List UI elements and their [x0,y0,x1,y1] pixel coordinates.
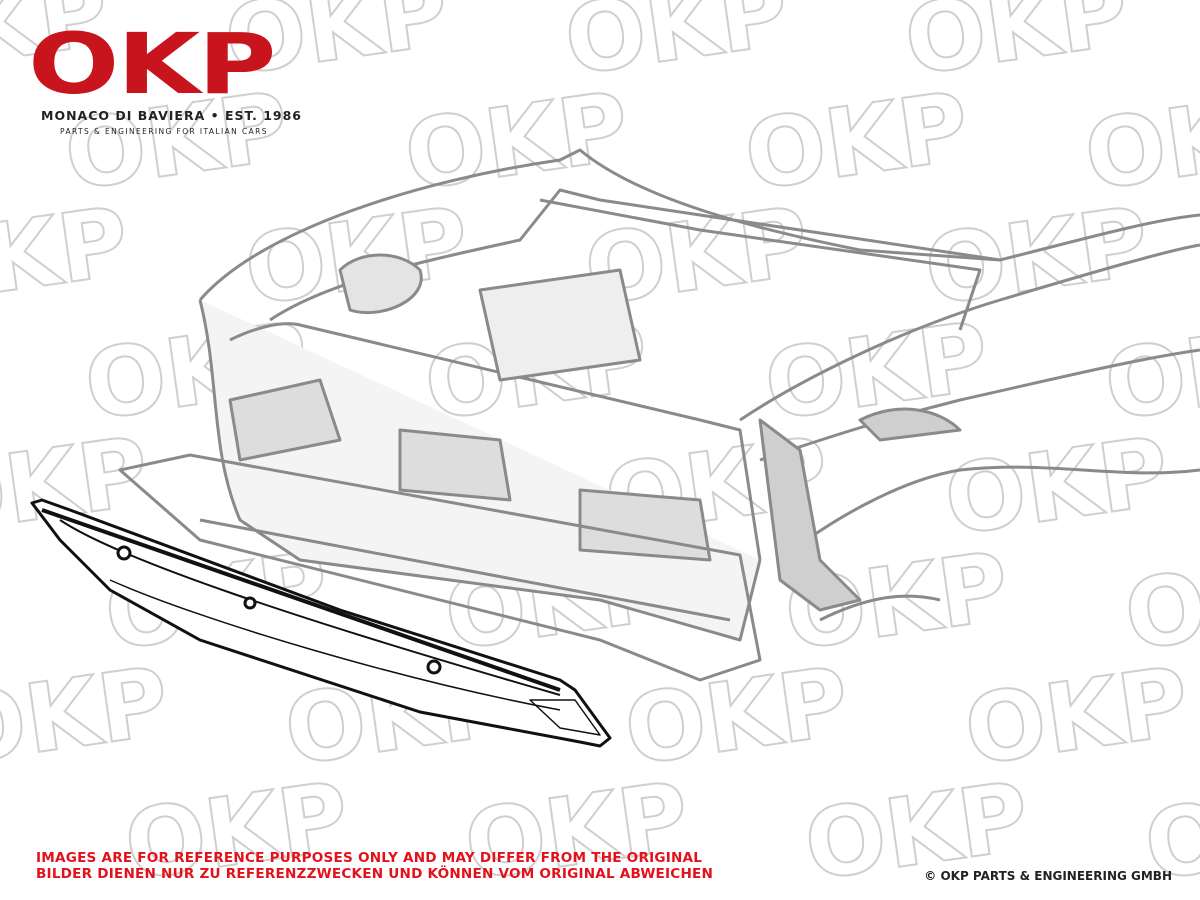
logo-subtitle: PARTS & ENGINEERING FOR ITALIAN CARS [60,127,268,136]
logo-tagline: MONACO DI BAVIERA • EST. 1986 [41,108,303,123]
disclaimer: IMAGES ARE FOR REFERENCE PURPOSES ONLY A… [36,850,713,882]
disclaimer-en: IMAGES ARE FOR REFERENCE PURPOSES ONLY A… [36,850,703,866]
okp-logo: OKP MONACO DI BAVIERA • EST. 1986 PARTS … [28,22,318,136]
front-panel-part [30,498,612,748]
copyright: © OKP PARTS & ENGINEERING GMBH [924,869,1172,883]
car-body-drawing [118,148,1200,682]
logo-mark: OKP [28,15,276,113]
disclaimer-de: BILDER DIENEN NUR ZU REFERENZZWECKEN UND… [36,866,714,882]
